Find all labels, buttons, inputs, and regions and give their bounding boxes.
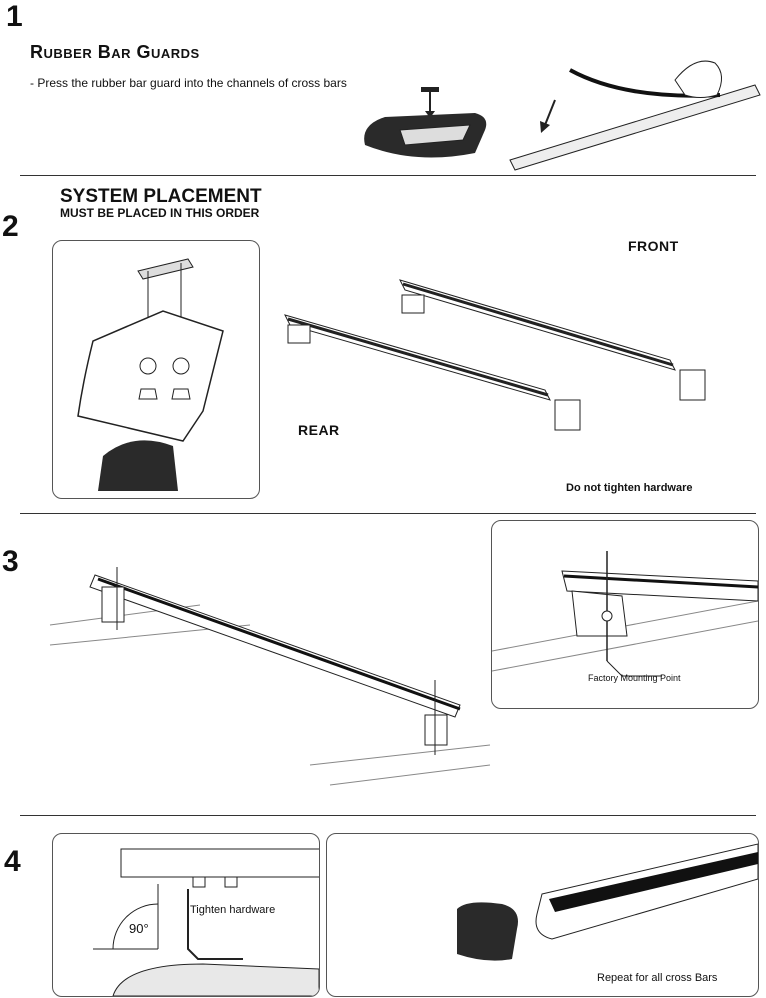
rubber-guard-illustration [509, 60, 761, 171]
step-2-subtitle: MUST BE PLACED IN THIS ORDER [60, 206, 260, 220]
front-label: FRONT [628, 238, 679, 254]
angle-label: 90° [129, 921, 149, 936]
repeat-label: Repeat for all cross Bars [597, 972, 718, 984]
step-1-number: 1 [6, 0, 23, 33]
step-1-instruction: - Press the rubber bar guard into the ch… [30, 76, 347, 90]
divider [20, 175, 756, 176]
factory-mounting-detail-box: Factory Mounting Point [491, 520, 759, 709]
step-2-note: Do not tighten hardware [566, 482, 693, 494]
crossbars-placement-illustration [284, 279, 706, 431]
divider [20, 815, 756, 816]
step-3-number: 3 [2, 545, 19, 578]
factory-mounting-point-callout: Factory Mounting Point [588, 673, 681, 683]
bracket-detail-box [52, 240, 260, 499]
rear-label: REAR [298, 422, 340, 438]
step-1-title: Rubber Bar Guards [30, 42, 200, 62]
step-2-number: 2 [2, 210, 19, 243]
step-4-number: 4 [4, 845, 21, 878]
divider [20, 513, 756, 514]
bar-end-cap-illustration [364, 87, 487, 158]
tighten-hardware-box: 90° Tighten hardware [52, 833, 320, 997]
tighten-hardware-label: Tighten hardware [190, 904, 276, 916]
crossbar-mounting-illustration [49, 567, 491, 786]
end-cap-box: Repeat for all cross Bars [326, 833, 759, 997]
step-2-title: SYSTEM PLACEMENT [60, 186, 262, 207]
